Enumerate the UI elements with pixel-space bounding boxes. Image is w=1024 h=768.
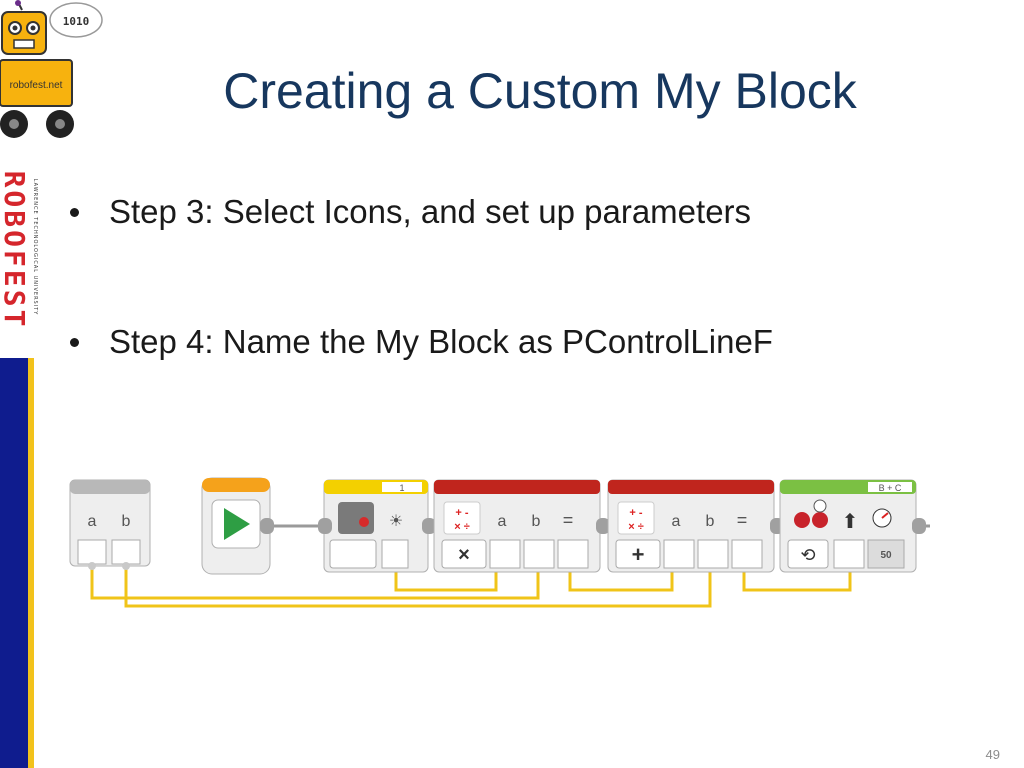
robot-mascot-logo: 1010 robofest.net <box>0 0 105 140</box>
sensor-icon <box>338 502 374 534</box>
multiply-operand-b: b <box>532 513 541 530</box>
svg-text:× ÷: × ÷ <box>454 521 470 533</box>
color-sensor-block[interactable]: 1 ☀ <box>318 479 436 573</box>
brand-side-strip: ROBOFEST LAWRENCE TECHNOLOGICAL UNIVERSI… <box>0 150 38 768</box>
rotate-icon: ⟲ <box>800 545 815 565</box>
gold-bar <box>28 358 34 768</box>
add-operand-a: a <box>672 513 681 530</box>
bullet-dot-icon <box>70 338 79 347</box>
bullet-item: Step 3: Select Icons, and set up paramet… <box>66 188 966 236</box>
slide-title: Creating a Custom My Block <box>223 63 857 119</box>
robofest-wordmark: ROBOFEST <box>0 170 31 330</box>
university-subtitle: LAWRENCE TECHNOLOGICAL UNIVERSITY <box>32 178 38 316</box>
bullet-item: Step 4: Name the My Block as PControlLin… <box>66 318 966 366</box>
motor-ports-label: B + C <box>879 483 902 493</box>
bullet-dot-icon <box>70 208 79 217</box>
multiply-operand-a: a <box>498 513 507 530</box>
sensor-port-label: 1 <box>399 483 404 493</box>
multiply-icon: × <box>458 544 470 566</box>
svg-text:+ -: + - <box>629 507 642 519</box>
start-block[interactable] <box>201 477 274 575</box>
ruler-icon <box>329 539 377 569</box>
page-number: 49 <box>985 747 1000 762</box>
math-add-block[interactable]: + - × ÷ a b = + <box>607 479 784 573</box>
math-operations-icon <box>443 501 481 535</box>
data-wires <box>90 566 852 608</box>
add-equals: = <box>737 510 748 530</box>
svg-text:× ÷: × ÷ <box>628 521 644 533</box>
ev3-program-strip: a b 1 ☀ <box>60 470 940 620</box>
bullet-list: Step 3: Select Icons, and set up paramet… <box>66 188 966 448</box>
mascot-bubble-text: 1010 <box>63 15 90 28</box>
light-icon: ☀ <box>389 513 403 530</box>
play-icon <box>224 508 250 540</box>
multiply-equals: = <box>563 510 574 530</box>
svg-text:+ -: + - <box>455 507 468 519</box>
math-operations-icon <box>617 501 655 535</box>
bullet-text: Step 3: Select Icons, and set up paramet… <box>109 193 752 230</box>
param-a-label: a <box>88 513 97 530</box>
parameters-block[interactable]: a b <box>69 479 151 570</box>
mascot-sign-text: robofest.net <box>10 80 63 91</box>
add-operand-b: b <box>706 513 715 530</box>
bullet-text: Step 4: Name the My Block as PControlLin… <box>109 323 773 360</box>
math-multiply-block[interactable]: + - × ÷ a b = × <box>433 479 610 573</box>
blue-bar <box>0 358 28 768</box>
steering-motor-icon <box>794 499 828 528</box>
power-value: 50 <box>880 550 892 561</box>
steering-arrow-icon: ⬆ <box>842 511 859 533</box>
param-b-label: b <box>122 513 131 530</box>
move-steering-block[interactable]: B + C ⬆ ⟲ 50 <box>779 479 926 573</box>
add-icon: + <box>632 542 645 567</box>
